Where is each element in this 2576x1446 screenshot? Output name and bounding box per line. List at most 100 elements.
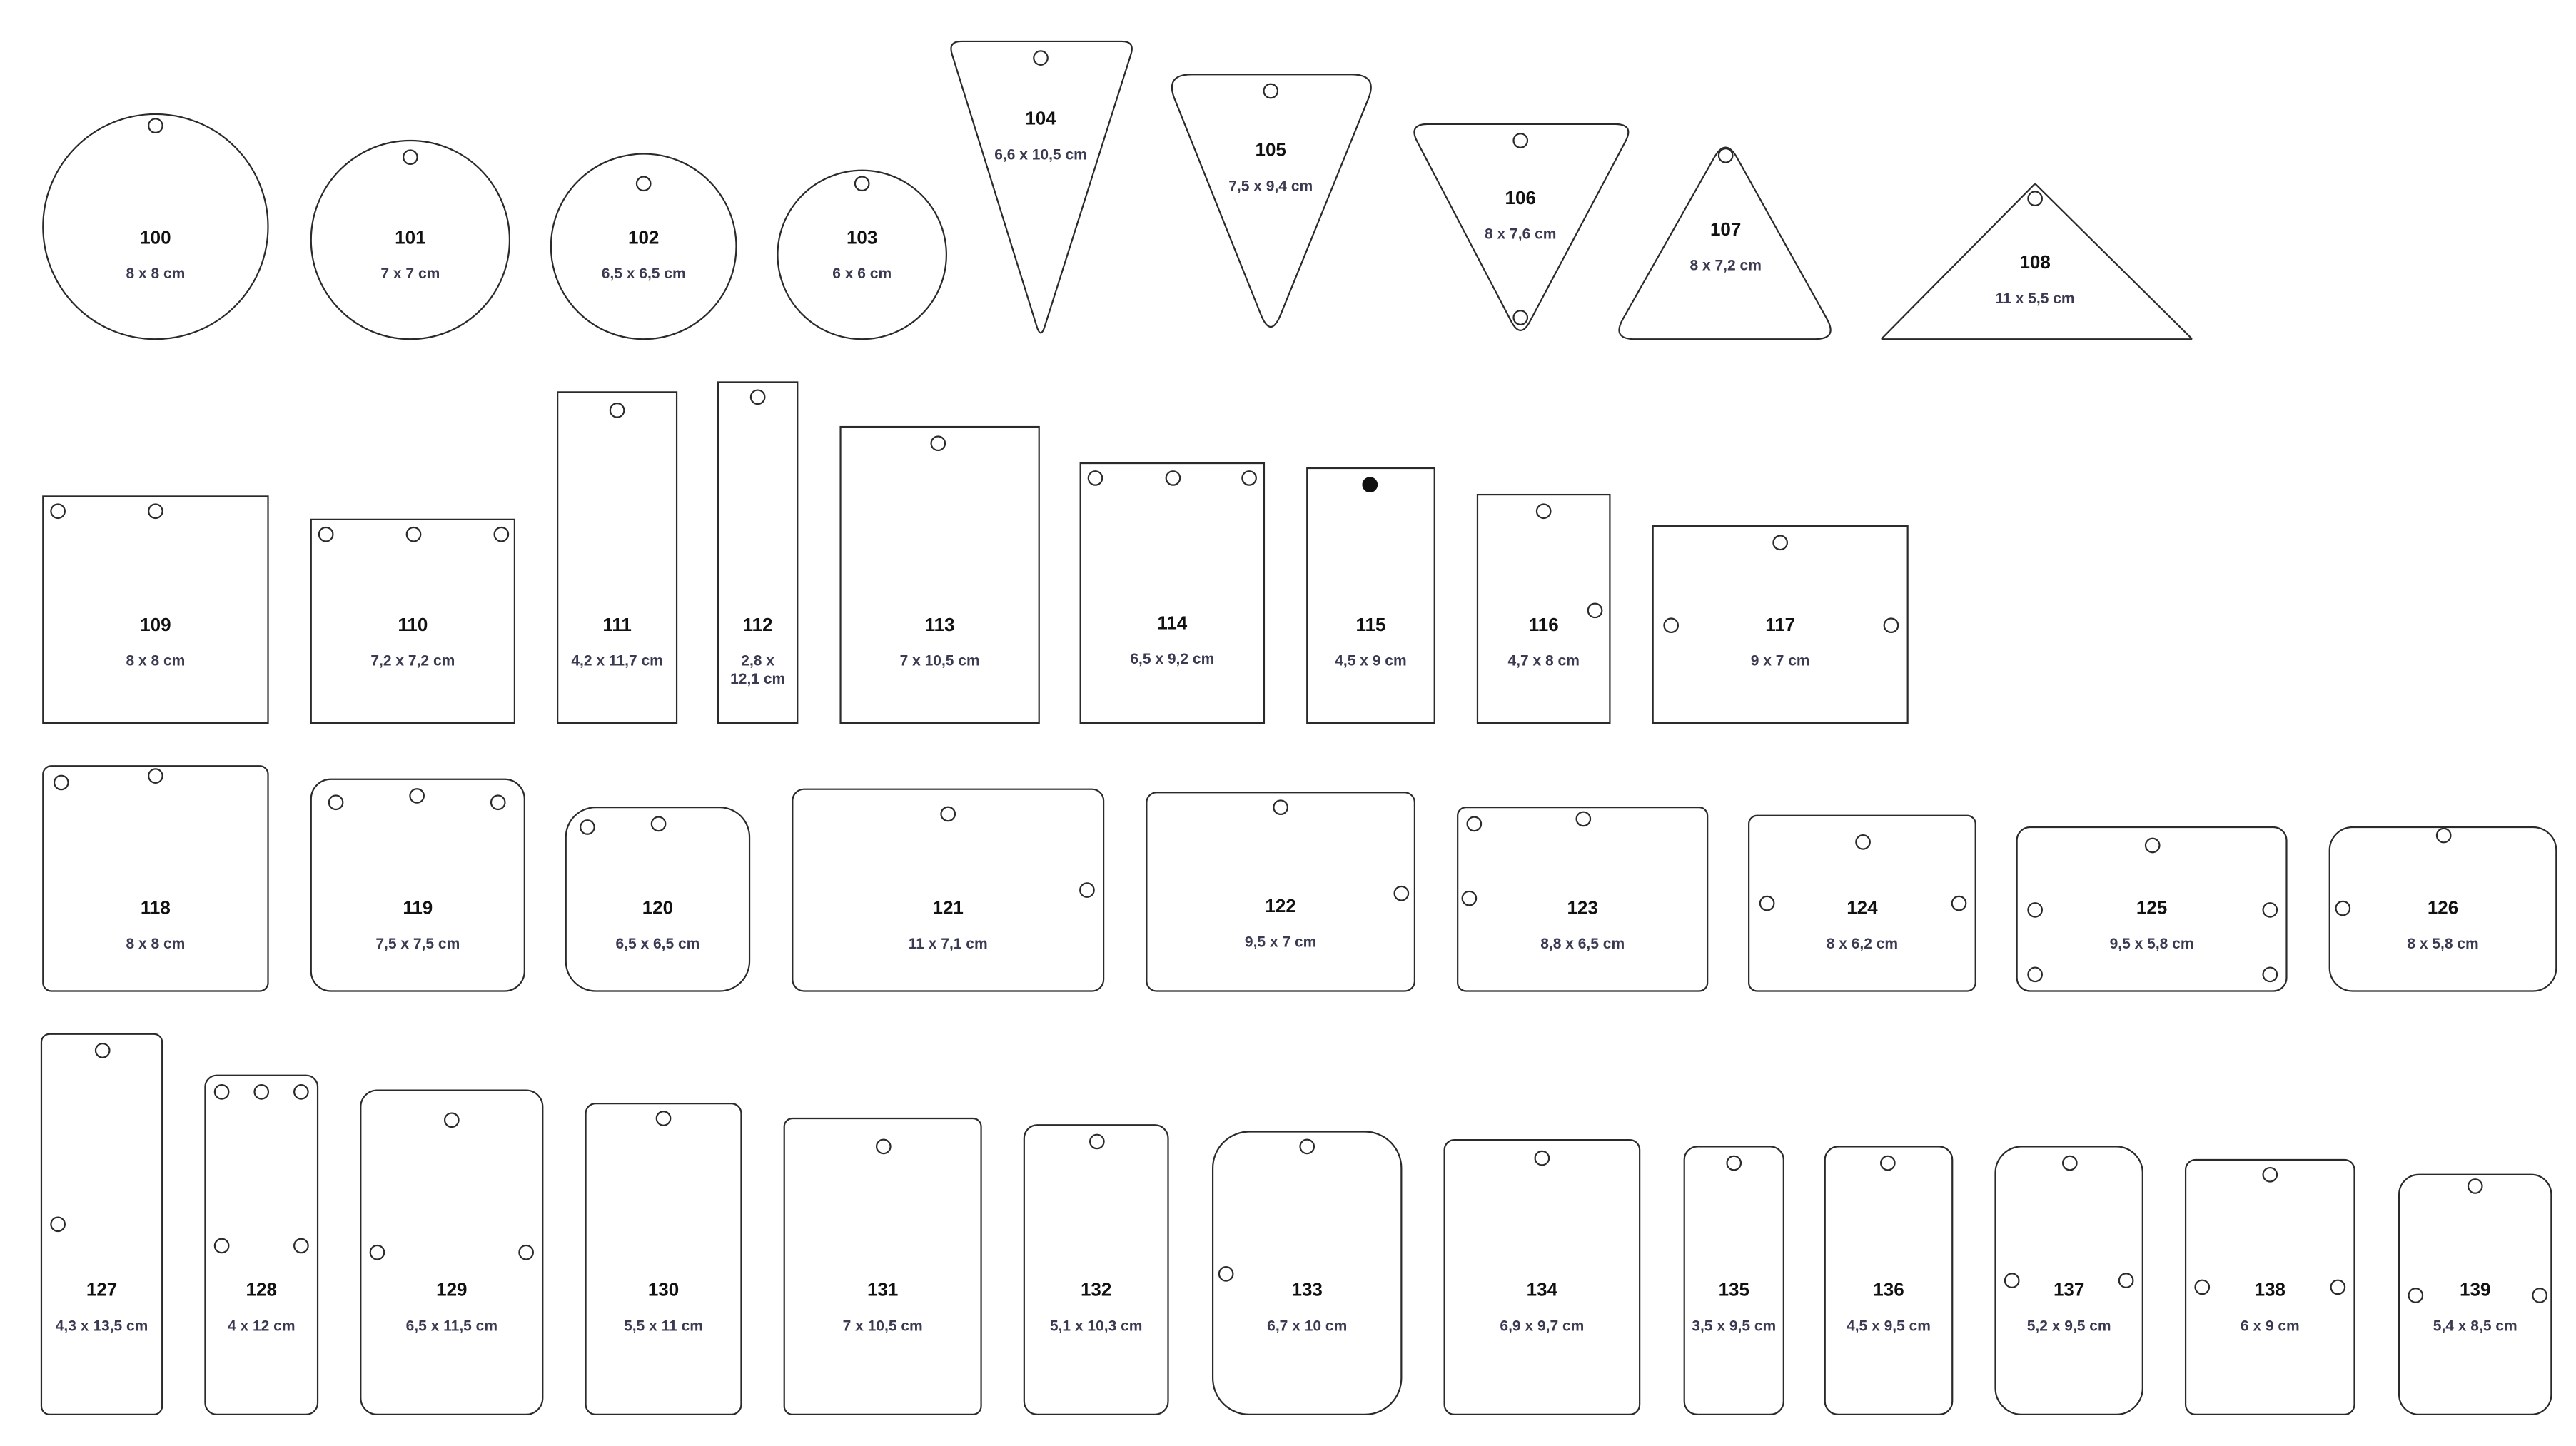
mounting-hole-icon [1535,503,1552,520]
shape-code: 125 [2136,896,2167,918]
mounting-hole-icon [930,435,946,452]
rectangle-outline [2398,1173,2552,1415]
mounting-hole-icon [53,774,69,791]
mounting-hole-icon [318,526,334,542]
mounting-hole-icon [2330,1279,2346,1295]
shape-dimensions: 7,2 x 7,2 cm [370,653,455,669]
shape-dimensions: 8 x 6,2 cm [1827,936,1898,952]
mounting-hole-icon [1772,535,1789,551]
shape-code: 120 [642,896,673,918]
rectangle-outline [557,391,678,724]
mounting-hole-icon [655,1111,672,1126]
mounting-hole-icon [2262,1166,2278,1183]
mounting-hole-icon [2061,1155,2078,1171]
rectangle-outline [1748,814,1976,992]
rectangle-outline [1824,1146,1954,1415]
mounting-hole-icon [1951,895,1967,911]
shape-dimensions: 9,5 x 7 cm [1245,934,1316,951]
shape-code: 134 [1527,1279,1558,1300]
triangle-outline [1881,183,2193,340]
shape-dimensions: 8,8 x 6,5 cm [1540,936,1625,952]
mounting-hole-icon [2118,1273,2134,1288]
mounting-hole-icon [1079,882,1095,898]
mounting-hole-icon [1512,133,1529,148]
mounting-hole-icon [1759,895,1775,911]
shape-130: 130 5,5 x 11 cm [585,1103,742,1415]
mounting-hole-icon [2027,191,2043,206]
mounting-hole-icon [293,1238,309,1254]
shape-code: 107 [1710,218,1741,240]
rectangle-outline [42,495,269,724]
shape-dimensions: 6,5 x 6,5 cm [602,266,686,282]
rectangle-outline [1457,807,1709,992]
shape-dimensions: 4,5 x 9 cm [1335,653,1406,669]
shape-dimensions: 4,7 x 8 cm [1507,653,1579,669]
rectangle-outline [585,1103,742,1415]
shape-dimensions: 5,5 x 11 cm [624,1318,703,1334]
shape-110: 110 7,2 x 7,2 cm [310,518,515,724]
mounting-hole-icon [2262,902,2278,918]
mounting-hole-icon [2262,966,2278,983]
shape-code: 111 [602,614,632,635]
shape-code: 105 [1256,139,1286,161]
mounting-hole-icon [1512,310,1529,325]
shape-code: 128 [246,1279,277,1300]
shape-dimensions: 8 x 8 cm [126,266,185,282]
rectangle-outline [2016,826,2288,992]
rectangle-outline [1994,1146,2143,1415]
mounting-hole-icon [1273,799,1288,816]
shape-code: 103 [847,226,877,248]
shape-dimensions: 6,6 x 10,5 cm [994,146,1087,163]
triangle-outline [1171,74,1372,328]
mounting-hole-icon [403,149,418,166]
shape-dimensions: 4 x 12 cm [228,1318,296,1334]
shape-code: 130 [648,1279,679,1300]
shape-code: 129 [436,1279,467,1300]
shape-dimensions: 7,5 x 9,4 cm [1228,178,1313,194]
mounting-hole-icon [2467,1178,2483,1194]
mounting-hole-icon [518,1244,534,1260]
shape-dimensions: 11 x 5,5 cm [1996,290,2075,307]
rectangle-outline [310,518,515,724]
shape-code: 110 [398,614,428,635]
shape-code: 135 [1719,1279,1749,1300]
mounting-hole-icon [94,1043,111,1058]
mounting-hole-icon [409,788,425,804]
mounting-hole-icon [2335,900,2351,916]
rectangle-outline [42,765,269,992]
shape-105: 105 7,5 x 9,4 cm [1171,74,1372,328]
shape-code: 124 [1847,896,1878,918]
shape-dimensions: 8 x 8 cm [126,653,185,669]
shape-dimensions: 8 x 7,6 cm [1485,226,1556,243]
shape-124: 124 8 x 6,2 cm [1748,814,1976,992]
shape-code: 137 [2054,1279,2084,1300]
rectangle-outline [717,381,799,724]
shape-dimensions: 6 x 6 cm [832,266,892,282]
mounting-hole-icon [493,526,510,542]
mounting-hole-icon [213,1084,230,1100]
mounting-hole-icon [293,1084,309,1100]
shape-dimensions: 5,4 x 8,5 cm [2433,1318,2517,1334]
shape-code: 113 [925,614,955,635]
mounting-hole-icon [1087,470,1103,486]
shape-code: 102 [628,226,659,248]
mounting-hole-icon [580,819,595,835]
shape-code: 123 [1567,896,1597,918]
shape-139: 139 5,4 x 8,5 cm [2398,1173,2552,1415]
mounting-hole-icon [148,118,163,134]
mounting-hole-icon [1393,885,1410,901]
shape-code: 139 [2460,1279,2490,1300]
mounting-hole-icon [328,794,344,811]
